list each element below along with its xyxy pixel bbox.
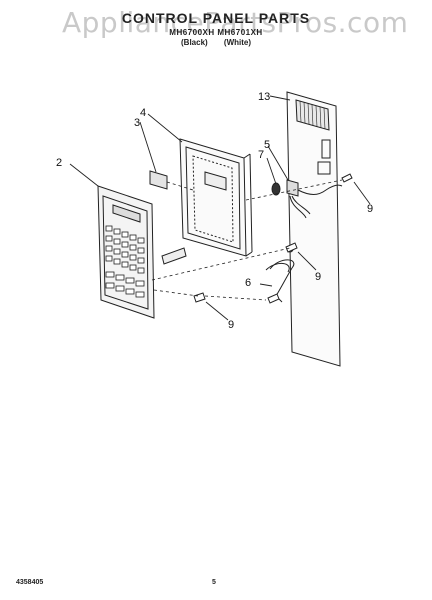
leader-lines (69, 95, 371, 321)
callout-2: 2 (56, 157, 62, 169)
control-panel-frame (179, 138, 253, 257)
document-part-number: 4358405 (16, 579, 44, 586)
screws (193, 173, 353, 304)
relay-assembly (286, 179, 343, 219)
connector-strip (161, 247, 187, 265)
control-panel-front (97, 185, 155, 319)
diagram-title: CONTROL PANEL PARTS (121, 10, 311, 26)
callout-9-top: 9 (367, 203, 373, 215)
color-variants: (Black) (White) (181, 38, 251, 47)
callout-6: 6 (245, 277, 251, 289)
model-numbers: MH6700XH MH6701XH (169, 28, 263, 37)
callout-7: 7 (258, 149, 264, 161)
assembly-lines (151, 179, 343, 301)
fastener-7 (271, 182, 281, 196)
callout-9-bottom: 9 (228, 319, 234, 331)
callout-4: 4 (140, 107, 146, 119)
callout-3: 3 (134, 117, 140, 129)
watermark-logo: AppliancePartsPros.com (62, 6, 409, 39)
callout-9-middle: 9 (315, 271, 321, 283)
callout-5: 5 (264, 139, 270, 151)
callout-13: 13 (258, 91, 270, 103)
display-window (149, 170, 168, 190)
control-board (286, 91, 341, 367)
page-number: 5 (212, 579, 216, 586)
